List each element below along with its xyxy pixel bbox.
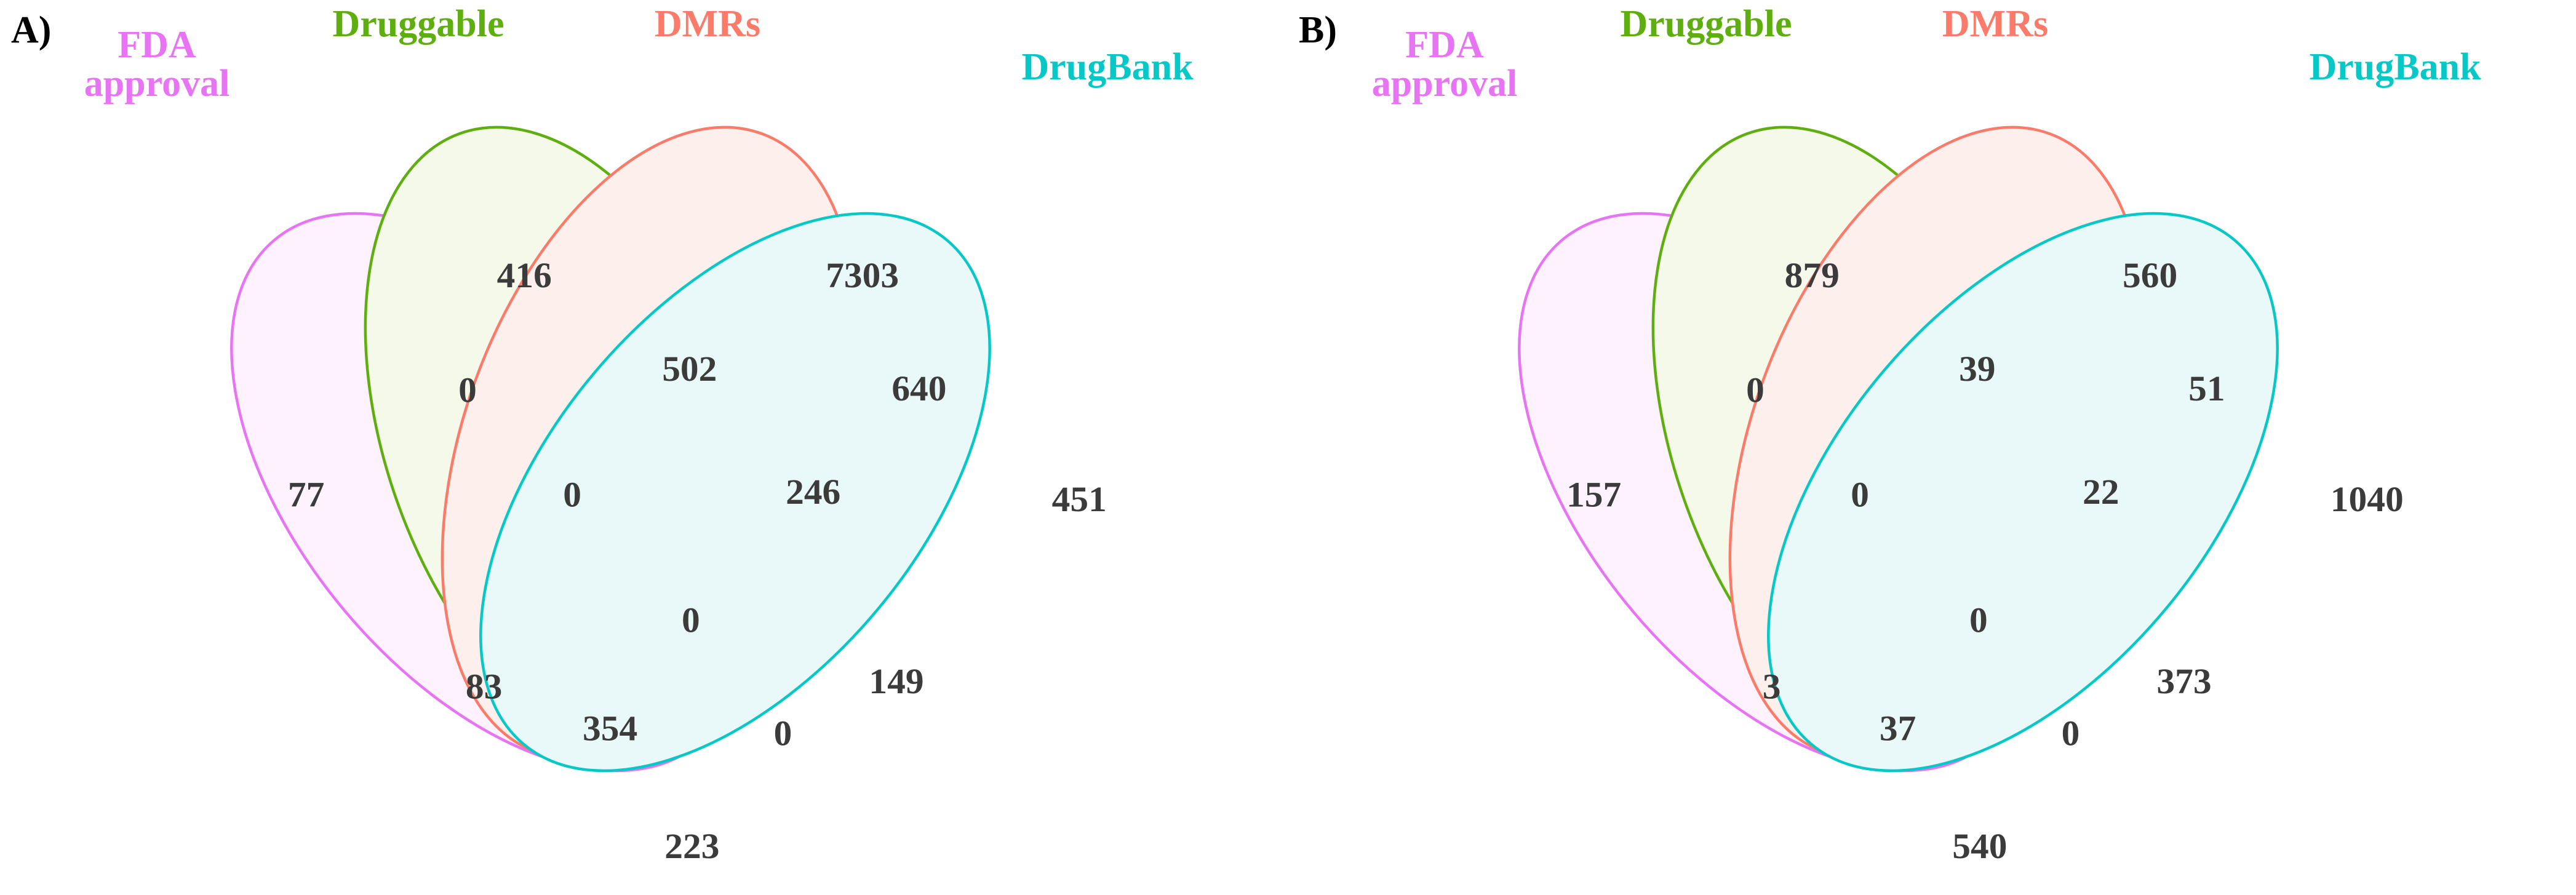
value-druggable-dmrs-drugbank-a: 246 (786, 472, 840, 512)
value-fda-dmrs-a: 83 (466, 667, 502, 706)
value-druggable-dmrs-drugbank-b: 22 (2083, 472, 2119, 512)
value-druggable-drugbank-a: 149 (869, 662, 923, 701)
value-drugbank-only-b: 1040 (2331, 480, 2404, 519)
value-dmrs-drugbank-b: 51 (2188, 369, 2225, 408)
panel-b-label-dmrs: DMRs (1942, 3, 2049, 45)
panel-b-letter: B) (1299, 9, 1337, 51)
value-dmrs-only-a: 7303 (826, 256, 899, 295)
value-fda-drugbank-b: 540 (1952, 827, 2007, 866)
panel-a-label-dmrs: DMRs (654, 3, 761, 45)
panel-a-label-drugbank: DrugBank (1021, 46, 1194, 88)
value-fda-drugbank-a: 223 (664, 827, 719, 866)
value-fda-druggable-drugbank-b: 0 (2062, 714, 2080, 753)
value-fda-dmrs-drugbank-b: 37 (1880, 709, 1916, 748)
value-dmrs-only-b: 560 (2123, 256, 2177, 295)
value-druggable-only-a: 416 (497, 256, 552, 295)
panel-b-label-druggable: Druggable (1620, 3, 1792, 45)
value-druggable-only-b: 879 (1785, 256, 1840, 295)
ellipse-drugbank-b (1767, 212, 2279, 773)
panel-a-label-druggable: Druggable (332, 3, 504, 45)
value-druggable-dmrs-b: 39 (1959, 349, 1995, 389)
value-fda-druggable-a: 0 (458, 370, 477, 410)
value-druggable-drugbank-b: 373 (2156, 662, 2211, 701)
panel-b-label-drugbank: DrugBank (2309, 46, 2481, 88)
panel-a-venn-svg: 77 416 7303 451 0 502 640 0 246 0 83 149… (230, 125, 1107, 866)
value-fda-dmrs-drugbank-a: 354 (583, 709, 637, 748)
value-fda-druggable-dmrs-b: 0 (1851, 475, 1869, 514)
panel-b-venn-svg: 157 879 560 1040 0 39 51 0 22 0 3 373 37… (1518, 125, 2404, 866)
value-all-four-a: 0 (682, 600, 700, 640)
panel-a-letter: A) (11, 9, 52, 51)
value-fda-only-b: 157 (1566, 475, 1621, 514)
value-dmrs-drugbank-a: 640 (891, 369, 946, 408)
value-fda-dmrs-b: 3 (1763, 667, 1781, 706)
value-fda-only-a: 77 (288, 475, 324, 514)
panel-b-ellipses (1518, 125, 2279, 773)
ellipse-drugbank-a (479, 212, 991, 773)
panel-b-region-values: 157 879 560 1040 0 39 51 0 22 0 3 373 37… (1566, 256, 2404, 866)
value-drugbank-only-a: 451 (1052, 480, 1107, 519)
value-fda-druggable-drugbank-a: 0 (774, 714, 792, 753)
value-fda-druggable-b: 0 (1746, 370, 1765, 410)
panel-a-region-values: 77 416 7303 451 0 502 640 0 246 0 83 149… (288, 256, 1107, 866)
panel-a-ellipses (230, 125, 991, 773)
value-druggable-dmrs-a: 502 (662, 349, 717, 389)
value-fda-druggable-dmrs-a: 0 (563, 475, 581, 514)
value-all-four-b: 0 (1969, 600, 1988, 640)
